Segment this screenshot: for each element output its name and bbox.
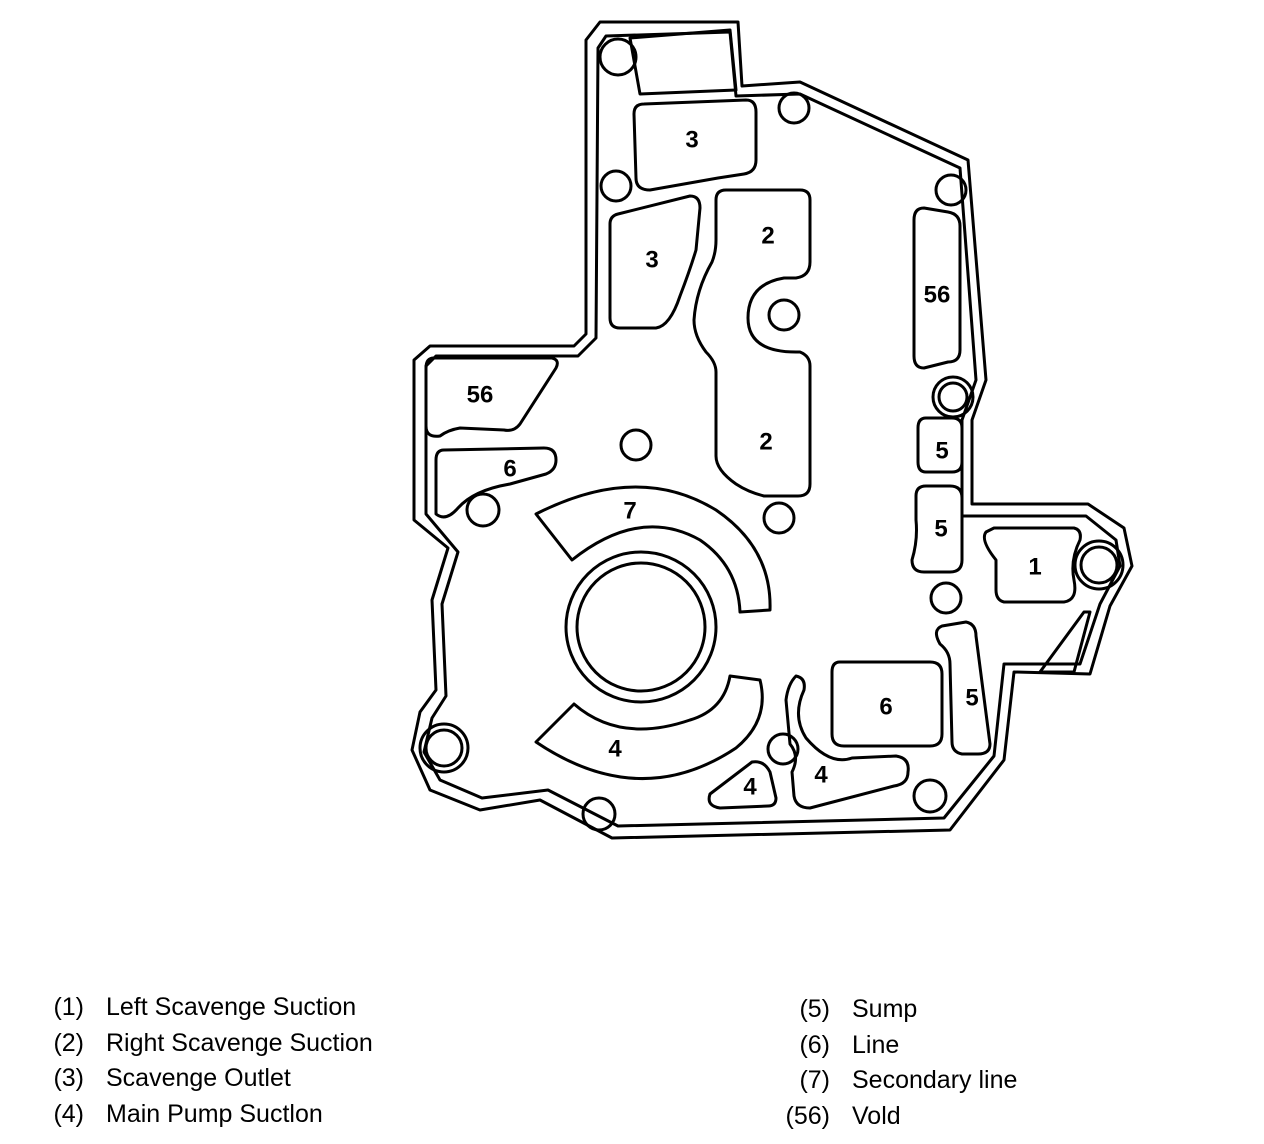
- plate-outer-outline: [410, 20, 1134, 840]
- port-label-2-lower: 2: [759, 428, 772, 455]
- bolt-hole: [1079, 545, 1119, 585]
- port-4-lower-channel: [784, 674, 910, 810]
- main-bore-inner: [575, 561, 707, 693]
- port-label-56-right: 56: [924, 281, 951, 308]
- legend-text: Sump: [852, 995, 918, 1023]
- legend-number: (5): [799, 995, 830, 1023]
- bolt-hole: [929, 581, 963, 615]
- legend-text: Main Pump Suctlon: [106, 1099, 323, 1128]
- bolt-hole: [619, 428, 653, 462]
- port-3-lower: [608, 194, 702, 330]
- legend-row: (5) Sump: [778, 992, 1017, 1028]
- bolt-hole: [598, 37, 638, 77]
- bolt-hole: [937, 381, 969, 413]
- port-label-4-right: 4: [814, 761, 828, 788]
- legend-row: (2) Right Scavenge Suction: [48, 1026, 373, 1062]
- main-bore-outer: [564, 550, 718, 704]
- port-label-2-upper: 2: [761, 222, 774, 249]
- legend-number: (56): [785, 1101, 830, 1130]
- port-label-4-small: 4: [743, 773, 757, 800]
- port-label-4-arc: 4: [608, 735, 622, 762]
- port-5-sump-upper: [916, 416, 964, 474]
- port-5-sump-lower: [935, 620, 992, 756]
- port-label-3-lower: 3: [645, 246, 658, 273]
- legend-text: Secondary line: [852, 1066, 1018, 1094]
- port-label-56-left: 56: [467, 381, 494, 408]
- port-label-6-left: 6: [503, 455, 516, 482]
- port-56-left-void: [424, 356, 559, 438]
- legend-number: (4): [53, 1099, 84, 1128]
- port-label-7: 7: [623, 497, 636, 524]
- port-7-secondary-line: [534, 485, 772, 614]
- port-label-5-upper: 5: [935, 437, 948, 464]
- legend-number: (2): [53, 1028, 84, 1057]
- bolt-hole: [912, 778, 948, 814]
- port-6-right-line: [830, 660, 944, 748]
- legend-row: (56) Vold: [778, 1099, 1017, 1135]
- legend-text: Line: [852, 1030, 900, 1059]
- port-label-3-upper: 3: [685, 126, 698, 153]
- port-56-right-void: [912, 206, 962, 370]
- pump-cover-gasket-diagram: 3 3 2 2 56 56 6 5 7 5 1 5 6 4 4 4: [410, 20, 1134, 840]
- legend-row: (7) Secondary line: [778, 1063, 1017, 1099]
- bolt-hole-ring: [1073, 539, 1125, 591]
- legend-number: (3): [53, 1064, 84, 1092]
- legend-row: (3) Scavenge Outlet: [48, 1061, 373, 1097]
- port-label-6-right: 6: [879, 693, 892, 720]
- bolt-hole-ring: [418, 722, 470, 774]
- port-5-sump-middle: [910, 484, 964, 574]
- bolt-hole: [424, 728, 464, 768]
- port-6-left-line: [434, 446, 558, 519]
- legend-row: (1) Left Scavenge Suction: [48, 990, 373, 1026]
- legend-number: (6): [799, 1030, 830, 1059]
- legend-left-column: (1) Left Scavenge Suction (2) Right Scaven…: [48, 990, 373, 1133]
- port-label-1: 1: [1028, 553, 1041, 580]
- legend-row: (6) Line: [778, 1028, 1017, 1064]
- bolt-hole: [934, 173, 968, 207]
- bolt-hole: [581, 796, 617, 832]
- port-label-5-lower: 5: [965, 684, 978, 711]
- bolt-hole: [767, 298, 801, 332]
- bolt-hole: [599, 169, 633, 203]
- right-lobe-edge: [1038, 610, 1092, 674]
- legend-text: Right Scavenge Suction: [106, 1028, 373, 1057]
- port-4-main-pump-suction-arc: [534, 674, 764, 780]
- legend-text: Vold: [852, 1101, 901, 1130]
- port-3-upper: [632, 98, 758, 192]
- legend-row: (4) Main Pump Suctlon: [48, 1097, 373, 1133]
- bolt-hole: [762, 501, 796, 535]
- legend-text: Left Scavenge Suction: [106, 993, 357, 1021]
- port-1-left-scavenge: [982, 526, 1082, 604]
- bolt-hole: [465, 492, 501, 528]
- port-2-right-scavenge: [692, 188, 812, 498]
- legend-right-column: (5) Sump (6) Line (7) Secondary line (56) Vo…: [778, 992, 1018, 1135]
- legend-number: (1): [53, 993, 84, 1021]
- port-4-small-triangle: [707, 760, 778, 810]
- port-label-5-middle: 5: [934, 515, 947, 542]
- bolt-hole-ring: [931, 375, 975, 419]
- bolt-hole: [766, 732, 800, 766]
- legend-number: (7): [799, 1066, 830, 1094]
- top-tab-outline: [628, 28, 738, 96]
- legend-text: Scavenge Outlet: [106, 1064, 291, 1092]
- bolt-hole: [777, 91, 811, 125]
